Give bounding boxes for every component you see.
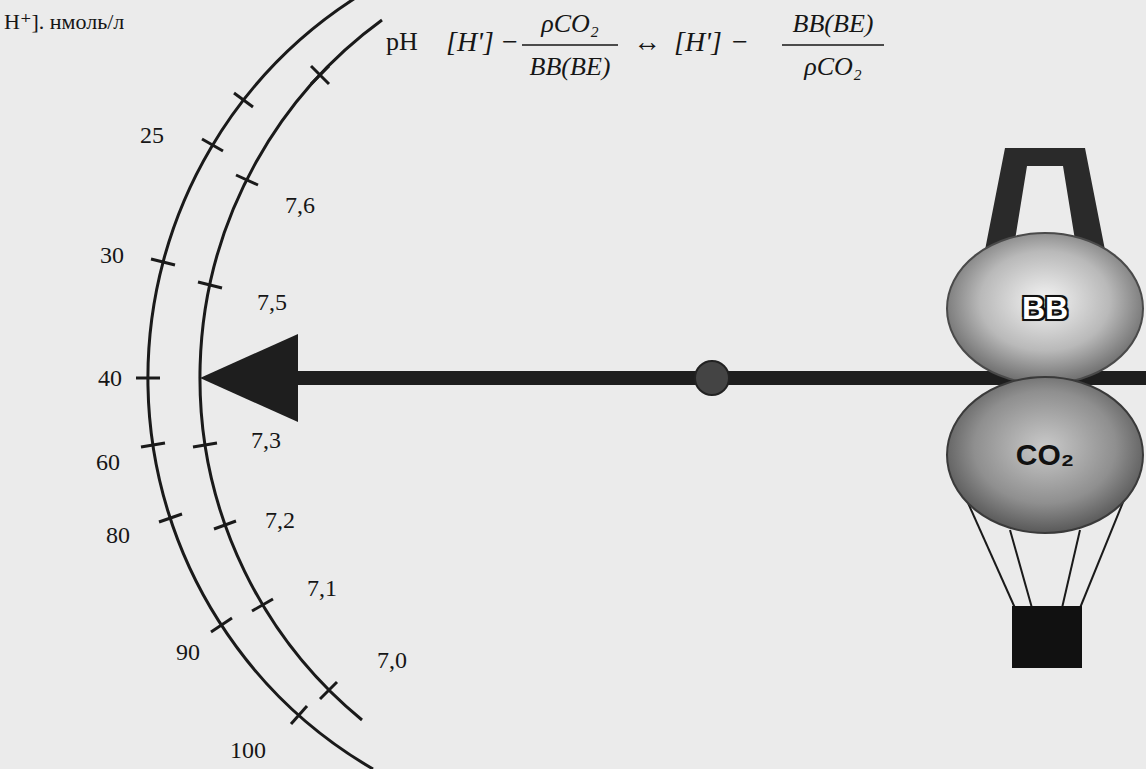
tick [202,139,223,151]
ellipse-shape [947,233,1143,384]
pivot-dot [695,361,729,395]
string [1062,530,1080,608]
formula-sign: − [502,28,518,56]
pointer-head [200,334,298,422]
balloon-basket [1012,606,1082,668]
tick [214,521,236,529]
formula-term: [H'] [674,28,722,56]
h-ion-value: 30 [100,243,124,267]
ph-value: 7,1 [307,576,337,600]
ph-value: 7,0 [377,648,407,672]
weight-body: BB [945,231,1145,386]
tick [311,66,329,84]
h-ion-value: 100 [230,738,266,762]
h-ion-ticks [136,93,307,724]
tick [252,599,273,611]
fraction-bar [782,44,884,46]
axis-title: H⁺]. нмоль/л [4,11,124,33]
tick [311,66,329,84]
formula-term: [H'] [446,28,494,56]
h-ion-value: 40 [98,366,122,390]
tick [136,377,160,380]
ph-value: 7,6 [285,193,315,217]
tick [198,282,222,288]
tick [211,618,232,632]
tick [159,514,182,522]
ph-value: 7,5 [257,290,287,314]
h-ion-value: 90 [176,640,200,664]
tick [291,706,307,724]
fraction-bar [522,44,618,46]
tick [236,175,258,185]
h-ion-value: 80 [106,523,130,547]
h-ion-value: 25 [140,123,164,147]
tick [193,443,217,447]
tick [320,682,337,699]
formula-sign: − [732,28,748,56]
ellipse-shape [947,377,1143,533]
tick [151,259,175,265]
tick [141,443,165,447]
formula-arrow: ↔ [633,28,661,56]
formula-numerator: ρCO₂ [541,11,599,37]
h-ion-value: 60 [96,450,120,474]
axis-title: pH [386,29,418,55]
node-label: BB [1022,292,1068,324]
formula-denominator: ρCO₂ [804,54,862,80]
string [1010,530,1032,608]
inner-scale-arc [200,20,382,720]
ph-value: 7,3 [251,428,281,452]
balloon-body: CO₂ [945,375,1145,535]
tick [234,93,253,107]
node-label: CO₂ [1016,440,1074,470]
formula-denominator: BB(BE) [530,54,611,80]
ph-value: 7,2 [265,508,295,532]
formula-numerator: BB(BE) [793,11,874,37]
